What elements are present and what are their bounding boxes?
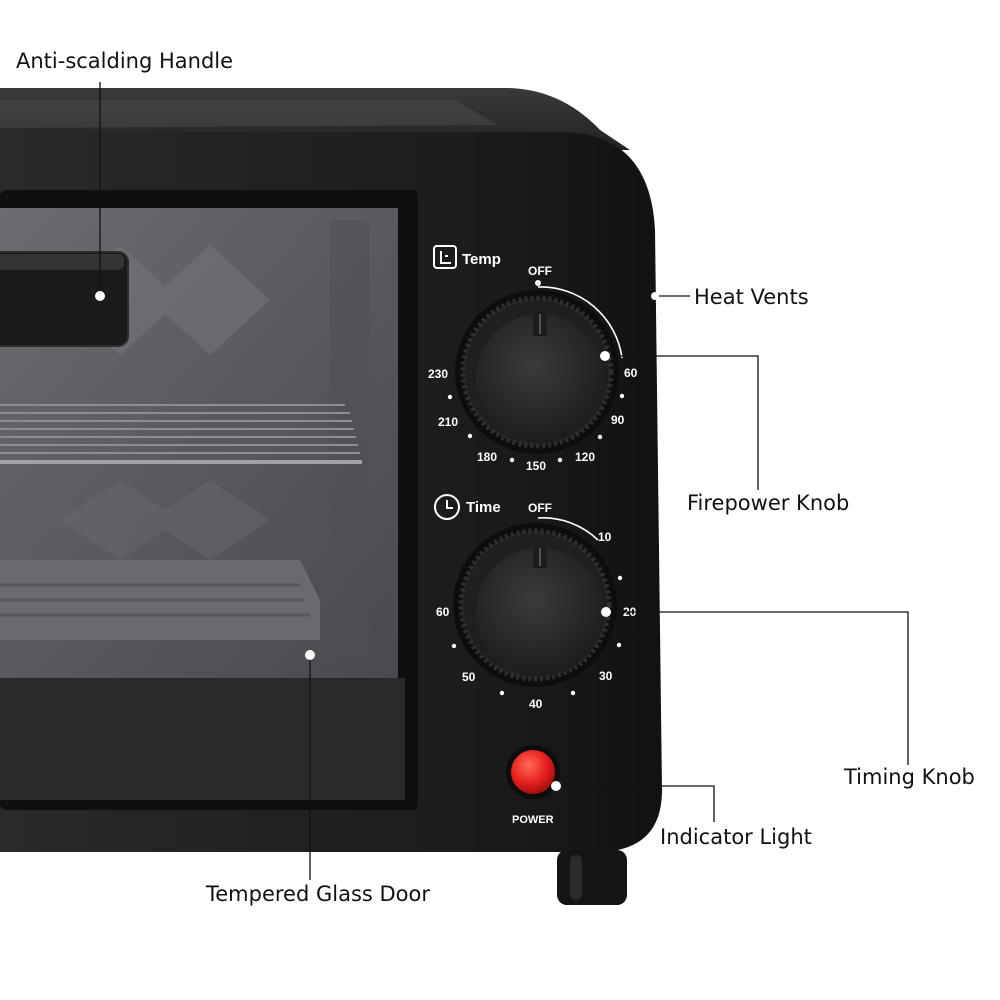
time-scale-dots <box>451 575 623 696</box>
wire-rack <box>0 404 362 464</box>
time-tick-60: 60 <box>436 605 450 619</box>
time-tick-10: 10 <box>598 530 612 544</box>
temp-tick-210: 210 <box>438 415 458 429</box>
time-label: Time <box>466 499 501 516</box>
callout-heat-vents: Heat Vents <box>694 285 809 309</box>
time-scale-arc <box>537 517 599 541</box>
temp-label: Temp <box>462 251 501 268</box>
oven-foot <box>557 850 627 905</box>
clock-icon-hands <box>446 500 453 509</box>
temp-tick-150: 150 <box>526 459 546 473</box>
temp-tick-120: 120 <box>575 450 595 464</box>
oven-foot-highlight <box>570 855 582 900</box>
anti-scalding-handle <box>0 251 129 347</box>
temp-scale-dots <box>447 280 625 463</box>
door-lower-band <box>0 678 405 800</box>
baking-tray <box>0 560 320 640</box>
handle-highlight <box>0 254 124 270</box>
temp-tick-90: 90 <box>611 413 625 427</box>
thermometer-icon <box>433 245 457 269</box>
callout-dots <box>95 291 659 791</box>
time-tick-50: 50 <box>462 670 476 684</box>
temp-tick-off: OFF <box>528 264 552 278</box>
leader-lines <box>99 82 909 880</box>
callout-firepower-knob: Firepower Knob <box>687 491 850 515</box>
time-tick-40: 40 <box>529 697 543 711</box>
callout-anti-scalding-handle: Anti-scalding Handle <box>16 49 234 73</box>
timing-knob[interactable] <box>453 523 617 687</box>
callout-tempered-glass-door: Tempered Glass Door <box>206 882 431 906</box>
top-highlight <box>0 100 498 128</box>
temp-tick-230: 230 <box>428 367 448 381</box>
firepower-knob[interactable] <box>455 290 619 454</box>
temp-tick-60: 60 <box>624 366 638 380</box>
time-tick-off: OFF <box>528 501 552 515</box>
callout-indicator-light: Indicator Light <box>660 825 812 849</box>
temp-tick-180: 180 <box>477 450 497 464</box>
callout-timing-knob: Timing Knob <box>844 765 975 789</box>
thermometer-icon-glyph <box>440 251 451 264</box>
indicator-light <box>506 745 560 799</box>
temp-scale-arc <box>537 286 623 359</box>
time-tick-30: 30 <box>599 669 613 683</box>
clock-icon <box>434 494 460 520</box>
oven-interior <box>60 220 370 660</box>
power-label: POWER <box>512 814 554 826</box>
